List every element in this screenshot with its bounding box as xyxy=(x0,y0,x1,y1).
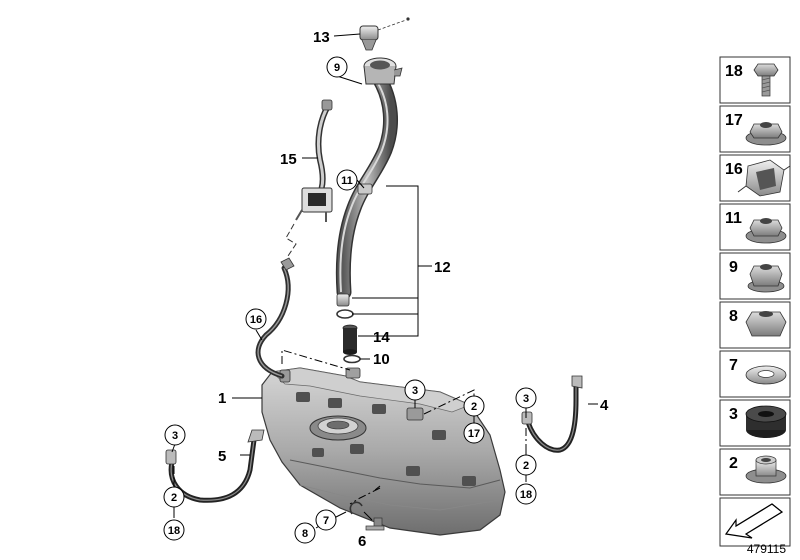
panel-item-16: 16 xyxy=(725,161,743,178)
circled-18-right: 18 xyxy=(520,489,532,501)
parts-panel: 18 17 16 11 9 8 7 3 2 xyxy=(719,56,791,547)
circled-7: 7 xyxy=(323,515,329,527)
circled-18-left: 18 xyxy=(168,525,180,537)
panel-labels: 18 17 16 11 9 8 7 3 2 xyxy=(725,63,743,472)
panel-item-3: 3 xyxy=(729,406,738,423)
panel-item-17: 17 xyxy=(725,112,743,129)
direction-arrow-icon xyxy=(724,503,784,539)
circled-8: 8 xyxy=(302,528,308,540)
reference-number: 479115 xyxy=(747,542,786,556)
circled-3-right: 3 xyxy=(523,393,529,405)
panel-item-9: 9 xyxy=(729,259,738,276)
circled-callout-labels: 9 11 16 3 2 18 3 2 17 3 2 18 8 7 xyxy=(168,62,532,540)
callout-15: 15 xyxy=(280,151,297,168)
callout-1: 1 xyxy=(218,390,226,407)
callout-10: 10 xyxy=(373,351,390,368)
leader-lines xyxy=(171,33,598,529)
panel-item-18: 18 xyxy=(725,63,743,80)
washer-icon xyxy=(745,365,787,385)
hex-nut-icon xyxy=(745,311,787,337)
callout-labels: 1 4 5 6 10 12 13 14 15 xyxy=(218,29,609,550)
clip-part-7 xyxy=(349,501,363,515)
dash-lines xyxy=(173,349,527,505)
vent-line-15 xyxy=(285,99,333,257)
callout-4: 4 xyxy=(600,397,609,414)
grommet-icon xyxy=(745,405,787,438)
nut-11-icon xyxy=(745,218,787,244)
tank-strap-left xyxy=(165,429,265,503)
valve-part-13 xyxy=(359,17,410,51)
gasket xyxy=(343,354,361,364)
callout-12: 12 xyxy=(434,259,451,276)
circled-2-right: 2 xyxy=(523,460,529,472)
circled-2-center: 2 xyxy=(471,401,477,413)
rubber-sleeve xyxy=(342,324,358,355)
filler-pipe xyxy=(335,57,403,300)
circled-3-center: 3 xyxy=(412,385,418,397)
circled-16: 16 xyxy=(250,314,262,326)
circled-2-left: 2 xyxy=(171,492,177,504)
bolt-icon xyxy=(753,63,779,97)
circled-9: 9 xyxy=(334,62,340,74)
panel-item-11: 11 xyxy=(725,210,742,227)
circled-callouts xyxy=(163,56,537,544)
circled-11: 11 xyxy=(341,175,353,187)
hose-clip xyxy=(336,293,350,307)
panel-item-8: 8 xyxy=(729,308,738,325)
fuel-tank xyxy=(261,367,506,536)
seal-ring xyxy=(336,309,354,319)
tank-strap-right xyxy=(521,375,583,453)
clip-icon xyxy=(737,159,791,197)
panel-item-2: 2 xyxy=(729,455,738,472)
clip-part-6 xyxy=(365,517,385,531)
callout-13: 13 xyxy=(313,29,330,46)
circled-17-center: 17 xyxy=(468,428,480,440)
callout-5: 5 xyxy=(218,448,226,465)
panel-item-7: 7 xyxy=(729,357,738,374)
callout-14: 14 xyxy=(373,329,390,346)
bushing-icon xyxy=(745,455,787,484)
nut-9-icon xyxy=(747,264,785,293)
flange-nut-icon xyxy=(745,122,787,146)
circled-3-left: 3 xyxy=(172,430,178,442)
callout-6: 6 xyxy=(358,533,366,550)
